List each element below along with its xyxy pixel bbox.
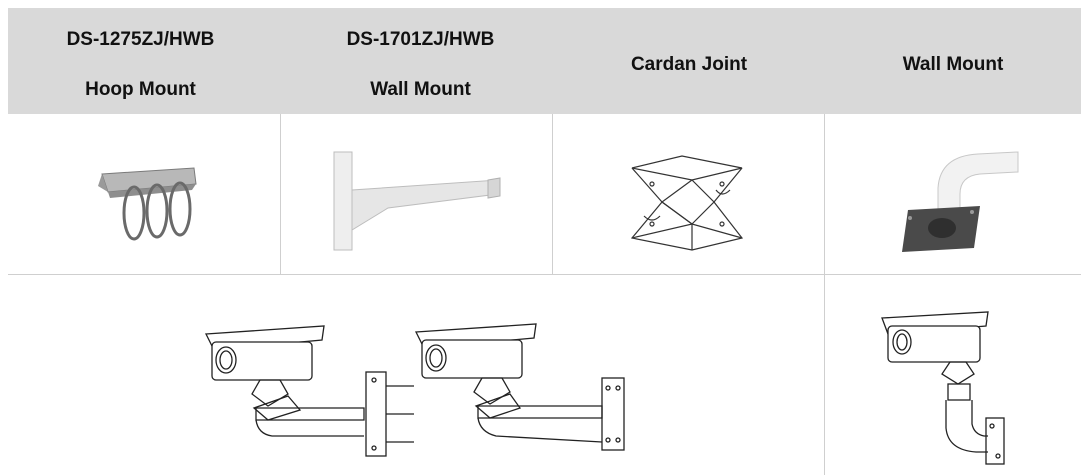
curved-wall-mount-image xyxy=(888,148,1028,258)
camera-wall-mount-icon xyxy=(414,323,625,451)
hoop-mount-image xyxy=(94,158,204,248)
wall-mount-icon xyxy=(333,151,501,251)
header-wall-mount-model: DS-1701ZJ/HWB Wall Mount xyxy=(288,8,553,114)
header-cardan-joint: Cardan Joint xyxy=(553,8,825,114)
camera-curved-arm-drawing xyxy=(880,308,1010,468)
camera-pole-mount-icon xyxy=(204,325,414,457)
header-wall-mount: Wall Mount xyxy=(825,8,1081,114)
cardan-joint-image xyxy=(622,154,752,254)
curved-wall-mount-icon xyxy=(902,151,1019,252)
divider xyxy=(824,114,825,475)
hoop-mount-icon xyxy=(98,167,197,241)
table-header-row xyxy=(8,8,1081,114)
header-model-1: DS-1275ZJ/HWB xyxy=(66,29,215,50)
camera-curved-arm-icon xyxy=(881,311,1005,465)
mount-table: DS-1275ZJ/HWB Hoop Mount DS-1701ZJ/HWB W… xyxy=(8,8,1081,475)
divider xyxy=(552,114,553,274)
header-title-2: Wall Mount xyxy=(370,79,471,100)
wall-mount-image xyxy=(328,148,508,258)
header-title-3: Cardan Joint xyxy=(630,54,748,75)
header-title-1: Hoop Mount xyxy=(85,79,196,100)
header-hoop-mount: DS-1275ZJ/HWB Hoop Mount xyxy=(8,8,273,114)
header-model-2: DS-1701ZJ/HWB xyxy=(346,29,495,50)
camera-pole-mount-drawing xyxy=(204,320,424,460)
camera-wall-mount-drawing xyxy=(412,318,632,458)
header-title-4: Wall Mount xyxy=(902,54,1004,75)
cardan-joint-icon xyxy=(630,155,744,251)
divider xyxy=(8,274,1081,275)
divider xyxy=(280,114,281,274)
